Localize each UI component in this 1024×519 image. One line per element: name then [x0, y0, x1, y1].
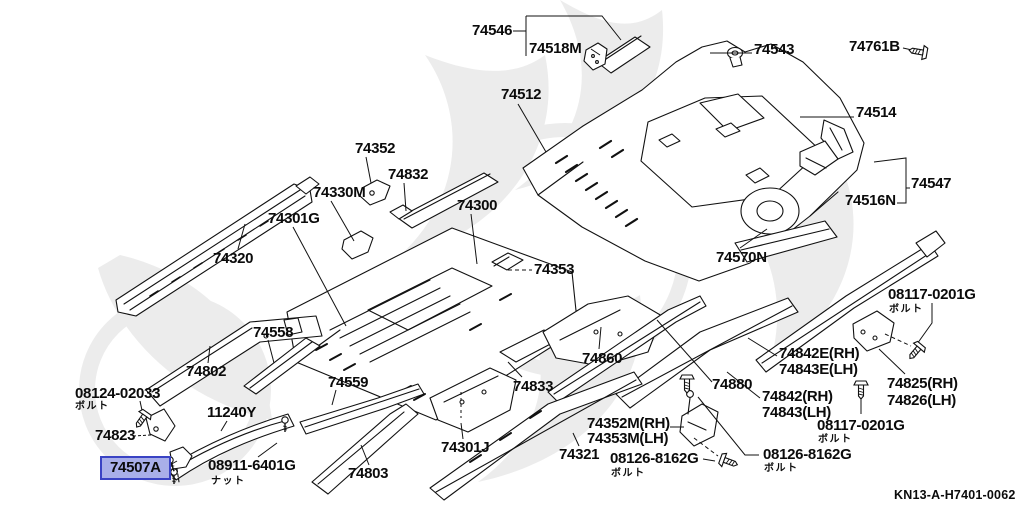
part-label-74320[interactable]: 74320: [213, 250, 254, 267]
part-label-74518m[interactable]: 74518M: [529, 40, 582, 57]
part-label-74825(rh)[interactable]: 74825(RH): [887, 375, 958, 392]
clip-74352: [359, 179, 391, 206]
part-label-74802[interactable]: 74802: [186, 363, 227, 380]
rail-74321: [429, 371, 643, 501]
clamp-74543: [726, 46, 744, 68]
part-label-74353m(lh)[interactable]: 74353M(LH): [587, 430, 669, 447]
part-label-74842(rh)[interactable]: 74842(RH): [762, 388, 833, 405]
part-label-74514[interactable]: 74514: [856, 104, 897, 121]
part-label-74543[interactable]: 74543: [754, 41, 795, 58]
part-label-74300[interactable]: 74300: [457, 197, 498, 214]
part-label-74321[interactable]: 74321: [559, 446, 600, 463]
bracket-74516n: [799, 140, 839, 176]
part-label-74880[interactable]: 74880: [712, 376, 753, 393]
part-label-74826(lh)[interactable]: 74826(LH): [887, 392, 956, 409]
fastener-note-label: ボルト: [818, 434, 853, 445]
box-74353: [491, 252, 524, 271]
side-member-74842e: [615, 297, 799, 409]
part-label-74507a[interactable]: 74507A: [100, 456, 171, 480]
part-label-74353[interactable]: 74353: [534, 261, 575, 278]
part-label-74546[interactable]: 74546: [472, 22, 513, 39]
fastener-note-label: ナット: [211, 476, 246, 487]
part-label-74512[interactable]: 74512: [501, 86, 542, 103]
part-label-74833[interactable]: 74833: [513, 378, 554, 395]
part-label-74832[interactable]: 74832: [388, 166, 429, 183]
part-label-74570n[interactable]: 74570N: [716, 249, 767, 266]
part-label-74352[interactable]: 74352: [355, 140, 396, 157]
part-label-08117-0201g[interactable]: 08117-0201G: [888, 286, 976, 303]
part-label-74842e(rh)[interactable]: 74842E(RH): [779, 345, 860, 362]
part-label-74761b[interactable]: 74761B: [849, 38, 900, 55]
part-label-74301g[interactable]: 74301G: [268, 210, 320, 227]
part-label-74547[interactable]: 74547: [911, 175, 952, 192]
bracket-74352m: [679, 390, 719, 447]
leader-lines: [132, 15, 933, 467]
side-member-74842: [755, 230, 946, 373]
part-label-74803[interactable]: 74803: [348, 465, 389, 482]
member-74802: [145, 315, 323, 407]
fastener-note-label: ボルト: [764, 463, 799, 474]
sill-74320: [115, 176, 320, 317]
rail-74559: [299, 383, 425, 435]
bracket-74518m: [583, 42, 608, 71]
bracket-74825: [852, 310, 895, 352]
part-label-74516n[interactable]: 74516N: [845, 192, 896, 209]
part-label-74843(lh)[interactable]: 74843(LH): [762, 404, 831, 421]
fastener-note-label: ボルト: [889, 304, 924, 315]
rail-74558: [243, 337, 321, 395]
clip-74330m: [341, 230, 374, 260]
part-label-74352m(rh)[interactable]: 74352M(RH): [587, 415, 670, 432]
part-label-74330m[interactable]: 74330M: [313, 184, 366, 201]
part-label-08126-8162g[interactable]: 08126-8162G: [763, 446, 852, 463]
part-label-08911-6401g[interactable]: 08911-6401G: [208, 457, 296, 474]
part-label-74860[interactable]: 74860: [582, 350, 623, 367]
main-floor-panel-74300: [286, 227, 579, 421]
bracket-74823: [145, 408, 176, 442]
rail-74832: [389, 172, 499, 229]
part-label-08124-02033[interactable]: 08124-02033: [75, 385, 161, 402]
part-label-74559[interactable]: 74559: [328, 374, 369, 391]
part-label-74301j[interactable]: 74301J: [441, 439, 490, 456]
part-label-74823[interactable]: 74823: [95, 427, 136, 444]
bracket-74301j: [429, 367, 517, 433]
part-label-08117-0201g[interactable]: 08117-0201G: [817, 417, 905, 434]
diagram-code: KN13-A-H7401-0062: [894, 488, 1016, 502]
member-74803: [311, 403, 419, 495]
fastener-note-label: ボルト: [611, 468, 646, 479]
part-label-74843e(lh)[interactable]: 74843E(LH): [779, 361, 858, 378]
bracket-74514: [820, 119, 854, 160]
fastener-note-label: ボルト: [75, 401, 110, 412]
strip-74546: [596, 35, 651, 74]
part-label-74558[interactable]: 74558: [253, 324, 294, 341]
crossmember-74570n: [734, 220, 838, 263]
part-label-08126-8162g[interactable]: 08126-8162G: [610, 450, 699, 467]
part-label-11240y[interactable]: 11240Y: [207, 404, 257, 421]
